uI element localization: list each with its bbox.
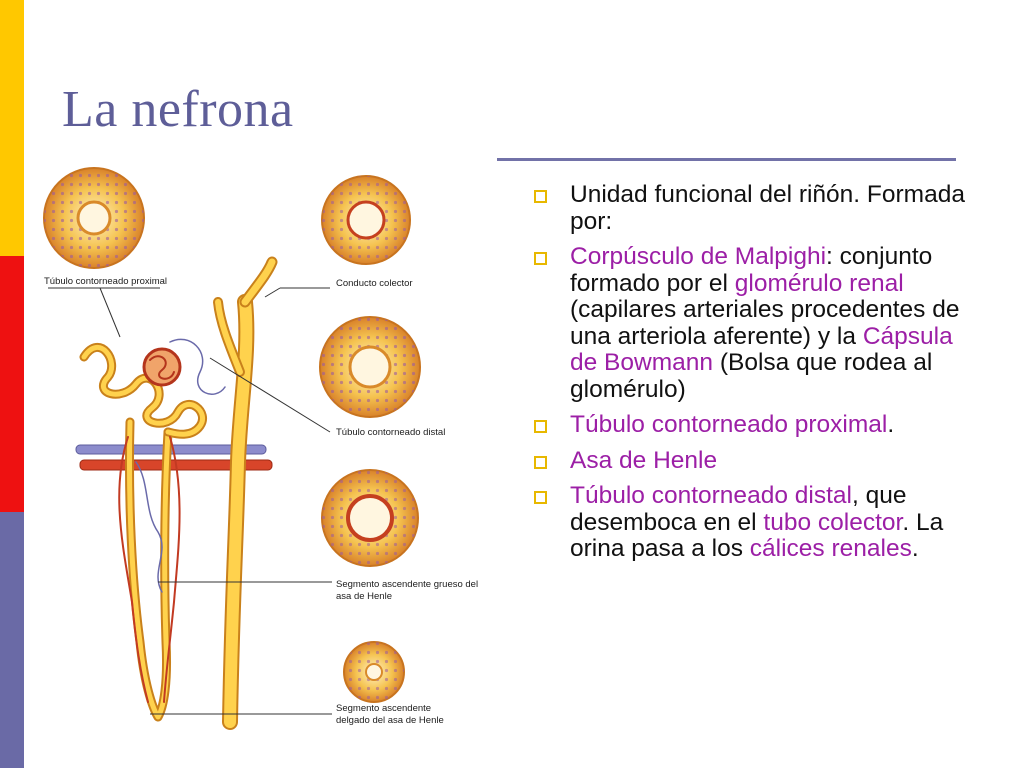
term-glomerulo-renal: glomérulo renal: [734, 269, 904, 297]
label-tubulo-distal: Túbulo contorneado distal: [336, 427, 445, 438]
bullet-text: .: [911, 535, 919, 562]
nephron-illustration: Túbulo contorneado proximal Conducto col…: [40, 162, 496, 762]
bullet-text: , que desemboca en el: [570, 482, 907, 536]
left-strip-purple: [0, 512, 24, 768]
bullet-text: Unidad funcional del riñón. Formada por:: [570, 181, 965, 235]
term-tubulo-distal: Túbulo contorneado distal: [570, 482, 852, 509]
square-bullet-icon: [534, 491, 547, 504]
cross-section-proximal: [43, 167, 145, 269]
label-segmento-grueso-1: Segmento ascendente grueso del: [336, 579, 478, 590]
cross-section-thin-ascending: [343, 641, 405, 703]
cross-section-distal: [319, 316, 421, 418]
term-calices-renales: cálices renales: [749, 535, 912, 562]
bullet-tubulo-distal: Túbulo contorneado distal, que desemboca…: [534, 482, 974, 563]
square-bullet-icon: [534, 252, 547, 265]
slide-title: La nefrona: [62, 81, 294, 138]
bullet-corpusculo: Corpúsculo de Malpighi: conjunto formado…: [534, 243, 974, 403]
square-bullet-icon: [534, 190, 547, 203]
cross-section-thick-ascending: [321, 469, 419, 567]
bullet-unidad-funcional: Unidad funcional del riñón. Formada por:: [534, 181, 974, 235]
term-tubo-colector: tubo colector: [763, 508, 903, 536]
label-conducto-colector: Conducto colector: [336, 278, 413, 289]
bullet-text: .: [887, 411, 895, 438]
bullet-text: (Bolsa que rodea al glomérulo): [570, 349, 933, 403]
left-strip-red: [0, 256, 24, 512]
bullet-tubulo-proximal: Túbulo contorneado proximal.: [534, 411, 974, 439]
bullet-list: Unidad funcional del riñón. Formada por:…: [534, 181, 974, 572]
label-segmento-delgado-1: Segmento ascendente: [336, 703, 431, 714]
term-capsula-bowmann: Cápsula de Bowmann: [570, 322, 953, 376]
square-bullet-icon: [534, 420, 547, 433]
bullet-text: : conjunto formado por el: [570, 243, 933, 297]
label-segmento-delgado-2: delgado del asa de Henle: [336, 715, 444, 726]
term-corpusculo-malpighi: Corpúsculo de Malpighi: [570, 243, 827, 270]
leader-lines: [48, 287, 332, 715]
nephron-diagram: Túbulo contorneado proximal Conducto col…: [43, 167, 478, 730]
label-segmento-grueso-2: asa de Henle: [336, 591, 392, 602]
square-bullet-icon: [534, 455, 547, 469]
label-tubulo-proximal: Túbulo contorneado proximal: [44, 276, 167, 287]
cross-section-collecting: [321, 175, 411, 265]
left-strip-yellow: [0, 0, 24, 256]
title-underline: [497, 158, 956, 161]
bullet-text: . La orina pasa a los: [570, 508, 944, 562]
nephron-tubules: [79, 256, 278, 730]
bullet-asa-henle: Asa de Henle: [534, 446, 974, 475]
bullet-text: (capilares arteriales procedentes de una…: [570, 296, 960, 350]
term-asa-henle: Asa de Henle: [570, 446, 718, 474]
term-tubulo-proximal: Túbulo contorneado proximal: [570, 411, 888, 438]
